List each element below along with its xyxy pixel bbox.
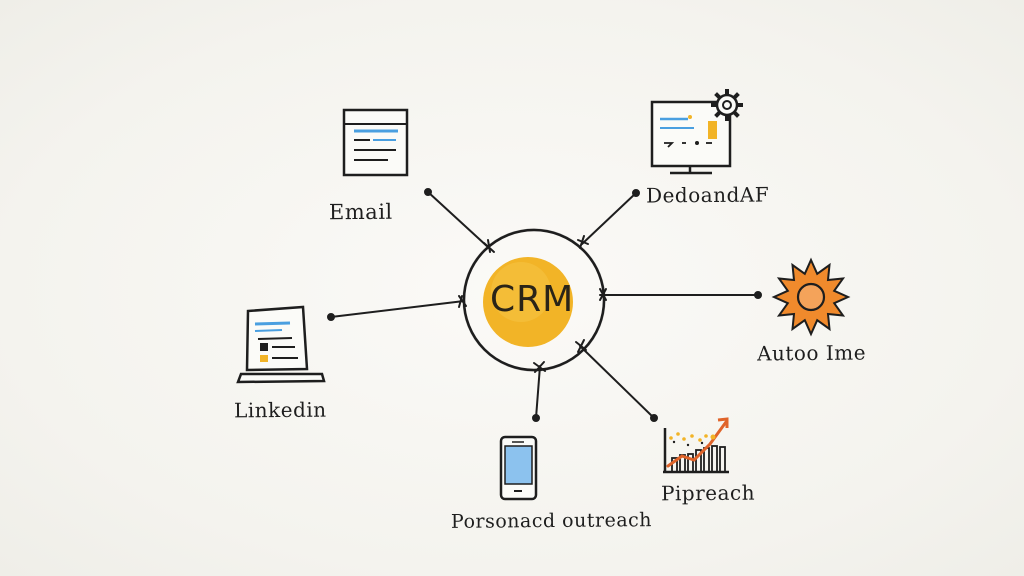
email-window-icon	[342, 108, 409, 177]
connector-email-dot	[424, 188, 432, 196]
connector-linkedin	[330, 300, 465, 318]
monitor-gear-icon	[650, 89, 743, 175]
crm-hub-fill	[483, 257, 573, 347]
connector-personalized	[535, 365, 541, 419]
connector-linkedin-dot	[327, 313, 335, 321]
crm-hub	[462, 228, 606, 372]
node-label-email: Email	[328, 199, 393, 225]
growth-chart-icon	[663, 417, 729, 474]
node-label-automation: Autoo Ime	[756, 340, 867, 366]
node-label-dashboard: DedoandAF	[645, 182, 770, 208]
connector-automation-dot	[754, 291, 762, 299]
phone-icon	[499, 435, 538, 501]
connector-dashboard	[581, 192, 637, 245]
laptop-icon	[236, 305, 326, 384]
connector-email	[427, 191, 490, 249]
connector-dashboard-dot	[632, 189, 640, 197]
node-label-pipeline: Pipreach	[660, 480, 756, 506]
node-label-personalized: Porsonacd outreach	[450, 509, 653, 533]
connector-dashboard-knot	[577, 235, 589, 249]
crm-center-label: CRM	[490, 279, 575, 320]
sun-gear-icon	[771, 257, 851, 337]
connector-pipeline	[579, 345, 655, 419]
connector-pipeline-dot	[650, 414, 658, 422]
connector-personalized-dot	[532, 414, 540, 422]
node-label-linkedin: Linkedin	[233, 397, 327, 423]
crm-hub-ring	[462, 228, 606, 372]
